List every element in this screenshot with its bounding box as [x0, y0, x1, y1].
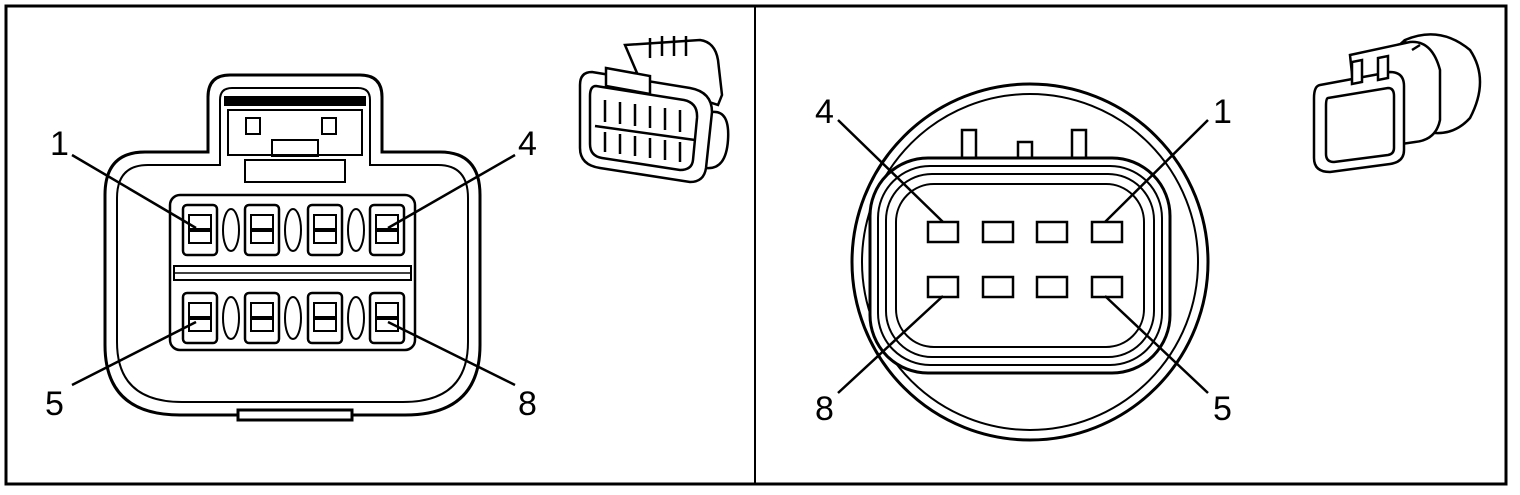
leader-pin-8-right [837, 295, 944, 394]
inset-pins-bottom [603, 132, 682, 162]
right-pin-group [926, 220, 1124, 299]
latch-center [271, 139, 319, 157]
pin-bottom-4 [1090, 275, 1124, 299]
inset-side-ring [705, 110, 730, 170]
inset-latch [604, 66, 652, 96]
key-post-right [1070, 128, 1088, 162]
bottom-key-tab [236, 408, 354, 422]
shroud-outline-1 [868, 156, 1172, 375]
right-inset-header-3d [1312, 33, 1482, 174]
terminal-top-3 [313, 214, 337, 230]
pin-top-3 [1035, 220, 1069, 244]
left-body-inner-outline [116, 87, 469, 403]
terminal-lock-top-3 [313, 230, 337, 244]
left-pin-label-5: 5 [45, 385, 64, 423]
header-rib [1411, 43, 1421, 52]
left-pin-label-4: 4 [518, 125, 537, 163]
terminal-lock-top-1 [188, 230, 212, 244]
left-inset-connector-3d [578, 36, 730, 184]
terminal-top-2 [250, 214, 274, 230]
terminal-bottom-1 [188, 302, 212, 318]
left-connector-body [103, 73, 482, 417]
right-panel [850, 82, 1210, 442]
left-panel [103, 73, 482, 422]
inset-pins-top [603, 100, 682, 132]
shroud-outline-4 [895, 183, 1145, 348]
left-pin-label-8: 8 [518, 385, 537, 423]
leader-pin-8 [387, 320, 516, 387]
pin-bottom-2 [981, 275, 1015, 299]
cavity-field [168, 193, 417, 352]
key-post-left [960, 128, 978, 162]
terminal-bottom-3 [313, 302, 337, 318]
terminal-bottom-2 [250, 302, 274, 318]
leader-pin-1 [71, 153, 197, 230]
terminal-top-1 [188, 214, 212, 230]
pin-bottom-1 [926, 275, 960, 299]
terminal-lock-top-4 [375, 230, 399, 244]
right-pin-label-8: 8 [815, 390, 834, 428]
right-connector-inner-ring [861, 93, 1199, 431]
left-cavity-group [181, 203, 406, 345]
cavity-divider-top-1 [222, 208, 240, 252]
right-pin-label-5: 5 [1213, 390, 1232, 428]
latch-tab-right [321, 117, 337, 135]
leader-pin-5-right [1104, 295, 1209, 394]
cavity-divider-bottom-3 [347, 296, 365, 340]
terminal-lock-top-2 [250, 230, 274, 244]
inset-front-face [588, 84, 699, 172]
pin-top-2 [981, 220, 1015, 244]
leader-pin-4 [387, 153, 516, 230]
terminal-bottom-4 [375, 302, 399, 318]
latch-frame [224, 96, 366, 106]
right-leaders [837, 119, 1209, 394]
left-leaders [71, 153, 516, 387]
right-pin-label-1: 1 [1213, 93, 1232, 131]
latch-base [244, 159, 346, 183]
pin-top-4 [1090, 220, 1124, 244]
cavity-divider-top-3 [347, 208, 365, 252]
left-pin-label-1: 1 [50, 125, 69, 163]
pin-bottom-3 [1035, 275, 1069, 299]
shroud-outline-3 [885, 173, 1155, 358]
terminal-lock-bottom-4 [375, 318, 399, 332]
inset-divider [594, 124, 696, 142]
leader-pin-1-right [1104, 119, 1209, 223]
cavity-divider-top-2 [284, 208, 302, 252]
header-tabs [1350, 54, 1390, 86]
leader-pin-4-right [837, 119, 944, 223]
header-shroud-opening [1324, 86, 1396, 164]
cavity-divider-bottom-2 [284, 296, 302, 340]
pin-top-1 [926, 220, 960, 244]
cavity-divider-bottom-1 [222, 296, 240, 340]
latch-tab-left [245, 117, 261, 135]
terminal-lock-bottom-2 [250, 318, 274, 332]
shroud-outline-2 [877, 165, 1163, 366]
terminal-lock-bottom-3 [313, 318, 337, 332]
leader-pin-5 [71, 320, 197, 387]
right-pin-label-4: 4 [815, 93, 834, 131]
